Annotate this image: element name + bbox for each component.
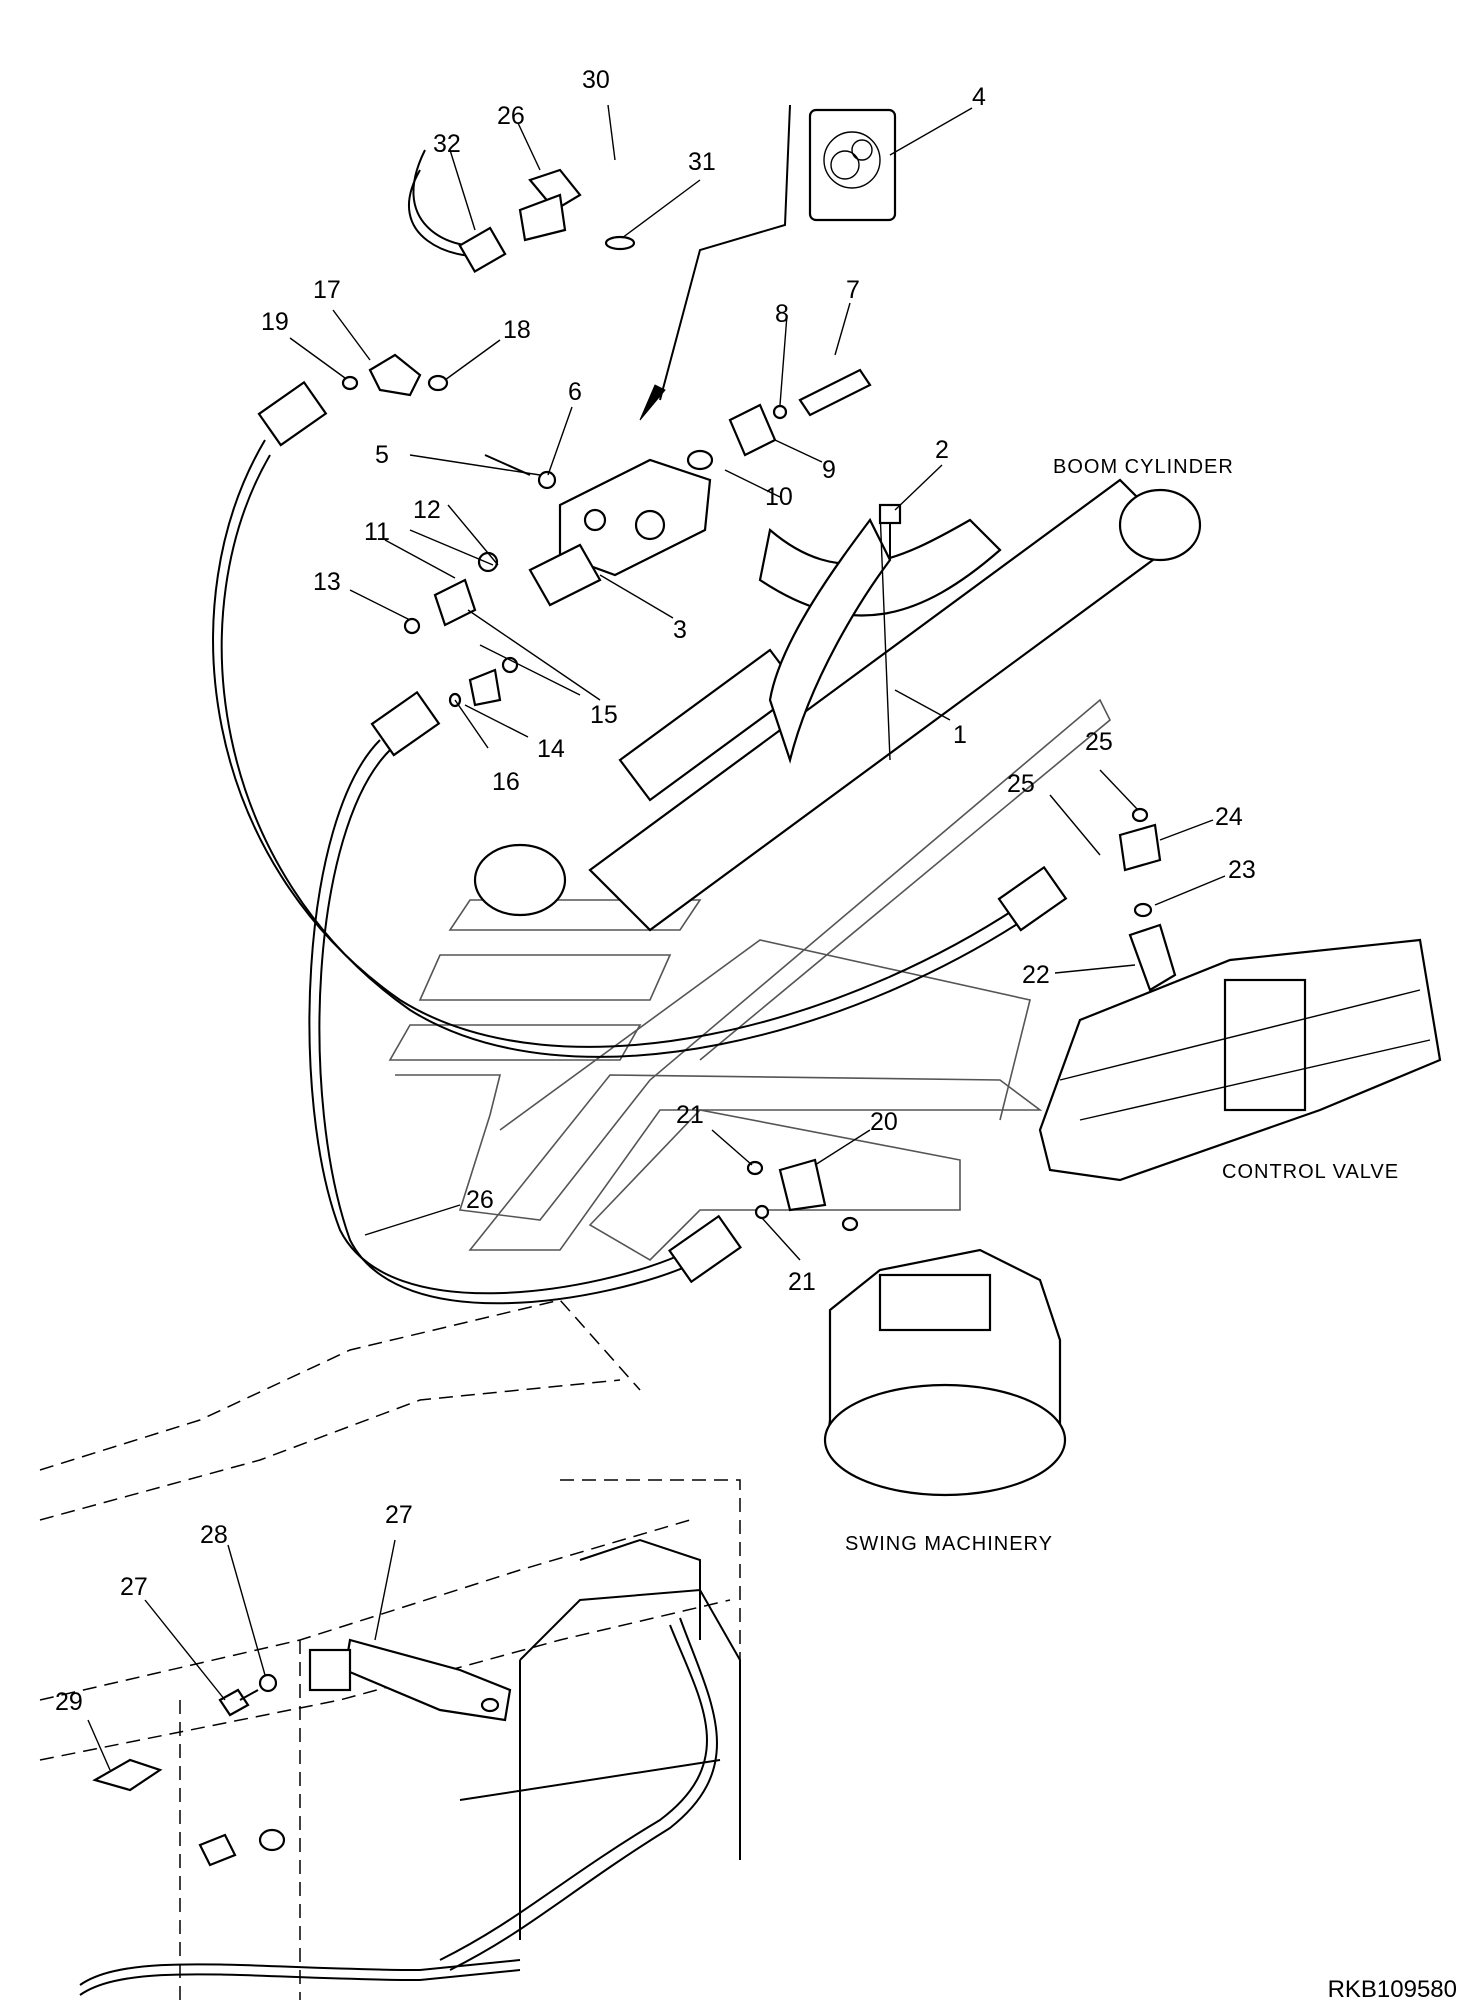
callout-27: 27 [385, 1501, 413, 1529]
control-valve-label: CONTROL VALVE [1222, 1161, 1399, 1183]
callout-3: 3 [673, 616, 687, 644]
callout-10: 10 [765, 483, 793, 511]
callout-21-lower: 21 [788, 1268, 816, 1296]
callout-6: 6 [568, 378, 582, 406]
hoses [212, 104, 1061, 1305]
callout-12: 12 [413, 496, 441, 524]
bolt-lower [198, 1828, 286, 1867]
watermark-logo [388, 698, 1111, 1262]
callout-2: 2 [935, 436, 949, 464]
callout-28: 26 [497, 102, 525, 130]
small-parts [341, 168, 1177, 1232]
callout-15: 15 [590, 701, 618, 729]
service-pack-icon [808, 108, 897, 222]
callout-17: 17 [313, 276, 341, 304]
valve-block [528, 458, 712, 607]
clamp-27 [308, 1638, 512, 1722]
callout-9: 9 [822, 456, 836, 484]
callout-22: 22 [1022, 961, 1050, 989]
tag-31 [92, 1758, 163, 1792]
callout-7: 7 [846, 276, 860, 304]
callout-33: 31 [688, 148, 716, 176]
callout-14: 14 [537, 735, 565, 763]
callout-23: 23 [1228, 856, 1256, 884]
callout-4: 4 [972, 83, 986, 111]
callout-30: 28 [200, 1521, 228, 1549]
callout-18: 18 [503, 316, 531, 344]
callout-34: 32 [433, 130, 461, 158]
callout-32: 30 [582, 66, 610, 94]
callout-26: 26 [466, 1186, 494, 1214]
control-valve [1038, 938, 1442, 1182]
callout-1: 1 [953, 721, 967, 749]
swing-machinery [823, 1248, 1067, 1497]
leader-lines [87, 104, 1226, 1771]
bolt-29 [218, 1688, 259, 1717]
arrow-head [639, 384, 666, 421]
callout-20: 20 [870, 1108, 898, 1136]
callout-19: 19 [261, 308, 289, 336]
drawing-reference: RKB109580 [1328, 1976, 1457, 2003]
swing-machinery-label: SWING MACHINERY [845, 1533, 1053, 1555]
callout-31: 29 [55, 1688, 83, 1716]
callout-numbers: 4 30 26 32 31 17 19 18 6 5 8 7 9 10 2 12… [55, 66, 1256, 1716]
callout-25-lower: 25 [1007, 770, 1035, 798]
washer-30 [258, 1673, 278, 1693]
callout-21-upper: 21 [676, 1101, 704, 1129]
callout-24: 24 [1215, 803, 1243, 831]
callout-5: 5 [375, 441, 389, 469]
callout-8: 8 [775, 300, 789, 328]
boom-cylinder-label: BOOM CYLINDER [1053, 456, 1234, 478]
callout-13: 13 [313, 568, 341, 596]
callout-25-upper: 25 [1085, 728, 1113, 756]
boom-cylinder [473, 478, 1202, 932]
callout-16: 16 [492, 768, 520, 796]
hose-fittings [257, 226, 1068, 1284]
callout-11: 11 [364, 518, 390, 546]
callout-29: 27 [120, 1573, 148, 1601]
